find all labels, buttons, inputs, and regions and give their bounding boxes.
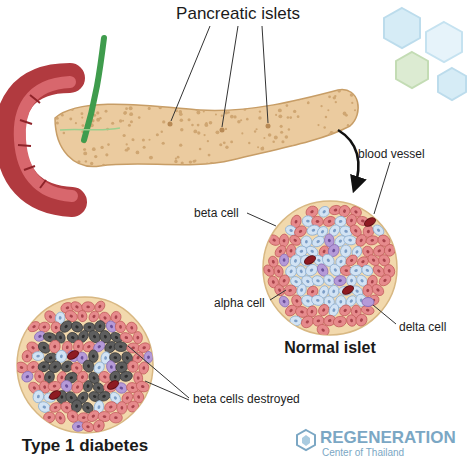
leader-line — [374, 162, 390, 214]
islet: Normal islet — [262, 200, 398, 361]
zoom-arrow — [338, 130, 358, 190]
islet-caption: Type 1 diabetes — [22, 436, 148, 456]
pancreas-texture — [54, 86, 361, 172]
logo-hexagons — [384, 8, 466, 100]
islet-dots — [168, 122, 271, 133]
part-label: delta cell — [399, 320, 446, 334]
pancreas — [55, 90, 358, 167]
watermark: REGENERATION — [320, 428, 456, 448]
leader-line — [145, 381, 189, 400]
leader-line — [373, 305, 396, 324]
part-label: alpha cell — [214, 296, 265, 310]
leader-line — [270, 290, 286, 300]
duct — [60, 128, 120, 130]
leader-line — [247, 213, 276, 226]
leader-line — [171, 26, 268, 127]
watermark: Center of Thailand — [322, 447, 404, 458]
part-label: beta cells destroyed — [193, 392, 300, 406]
part-label: Pancreatic islets — [176, 4, 300, 24]
part-label: blood vessel — [358, 147, 425, 161]
part-label: beta cell — [194, 206, 239, 220]
islet: Type 1 diabetes — [15, 295, 155, 458]
bile-duct — [84, 38, 104, 140]
leader-line — [128, 346, 189, 398]
islet-caption: Normal islet — [284, 339, 376, 357]
islet-cells — [15, 295, 155, 435]
logo-icon — [297, 430, 315, 450]
logo-icon — [302, 435, 310, 446]
islet-cells — [262, 200, 398, 336]
